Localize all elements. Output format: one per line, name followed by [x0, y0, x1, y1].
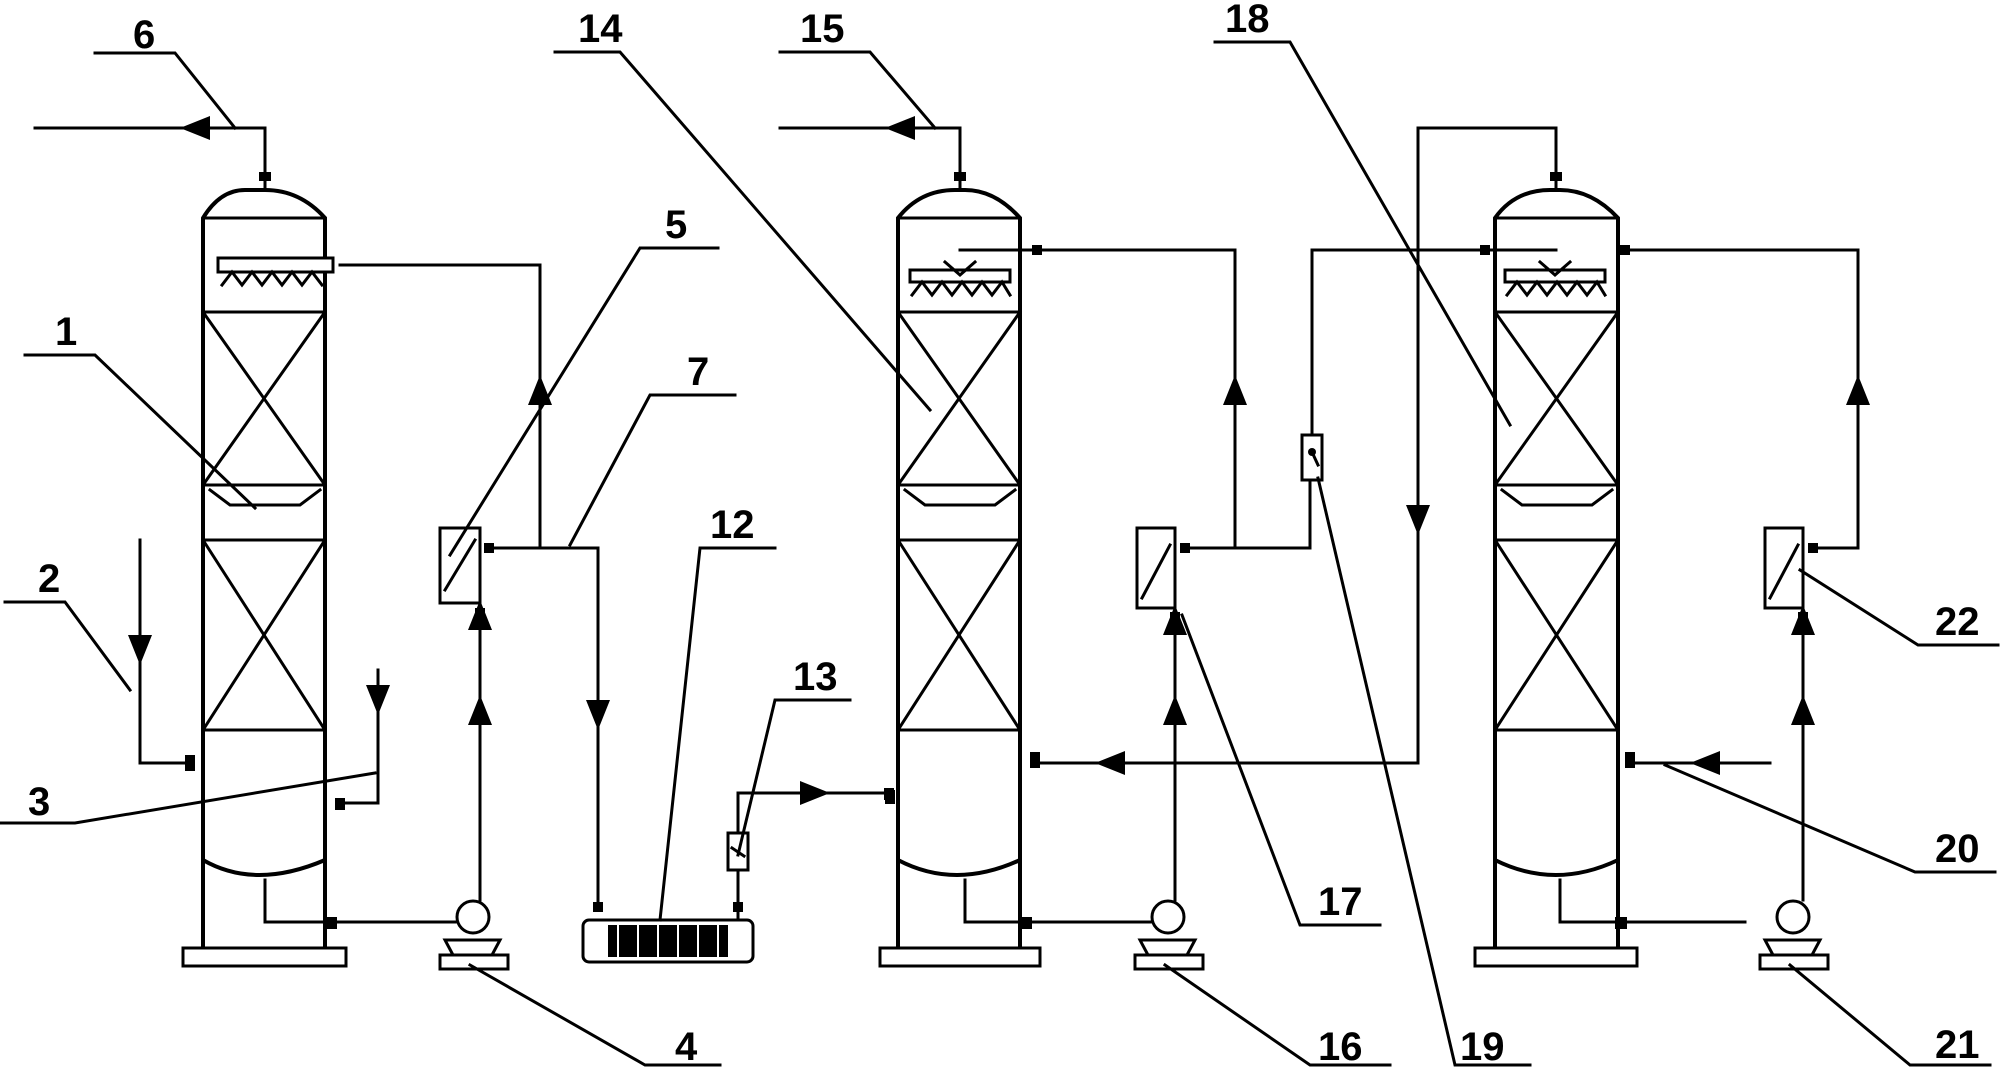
piping-tower-2 — [778, 116, 1558, 971]
label-18: 18 — [1225, 0, 1270, 41]
label-13: 13 — [793, 655, 838, 699]
label-6: 6 — [133, 13, 155, 57]
label-16: 16 — [1318, 1025, 1363, 1069]
label-5: 5 — [665, 203, 687, 247]
label-15: 15 — [800, 7, 845, 51]
label-3: 3 — [28, 780, 50, 824]
label-4: 4 — [675, 1025, 698, 1069]
label-1: 1 — [55, 310, 77, 354]
component-labels: 6 1 2 3 4 5 7 12 13 14 15 16 17 18 19 20… — [28, 0, 1980, 1069]
flowmeter-13 — [726, 781, 894, 907]
tower-1-absorber — [181, 168, 348, 968]
label-17: 17 — [1318, 880, 1363, 924]
label-22: 22 — [1935, 600, 1980, 644]
leader-lines — [0, 40, 2000, 1067]
label-2: 2 — [38, 557, 60, 601]
label-14: 14 — [578, 7, 623, 51]
label-7: 7 — [687, 350, 709, 394]
tower-2-absorber — [878, 168, 1042, 968]
tower-3-absorber — [1473, 168, 1639, 968]
label-21: 21 — [1935, 1023, 1980, 1067]
piping-tower-3 — [1558, 245, 1870, 971]
label-12: 12 — [710, 503, 755, 547]
label-19: 19 — [1460, 1025, 1505, 1069]
piping-tower-1 — [33, 116, 610, 971]
label-20: 20 — [1935, 827, 1980, 871]
heater-12 — [581, 902, 755, 964]
